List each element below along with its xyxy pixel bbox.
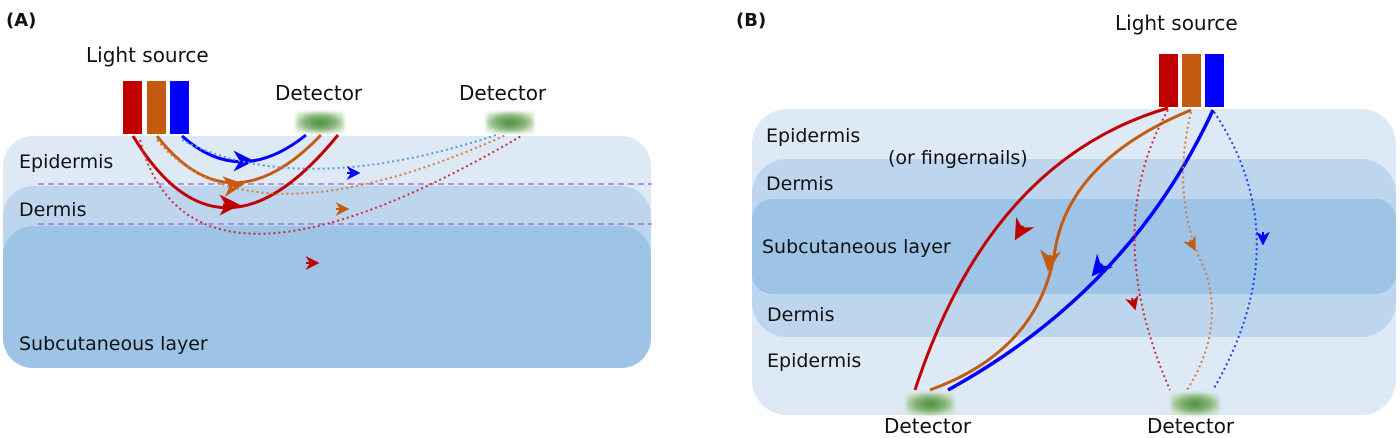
detector-far-label-a: Detector	[459, 81, 547, 105]
dermis-label-a: Dermis	[19, 199, 86, 221]
red-dotted-path-b	[1133, 109, 1171, 391]
subcutaneous-label-a: Subcutaneous layer	[19, 333, 208, 355]
detector-near-label-a: Detector	[275, 81, 363, 105]
light-source-label-a: Light source	[86, 43, 209, 67]
subcutaneous-layer-b	[752, 199, 1396, 294]
panel-a: (A) Epidermis Dermis Subcutaneous layer …	[3, 10, 652, 368]
subcutaneous-label-b: Subcutaneous layer	[762, 236, 951, 258]
detector-near-a	[296, 112, 344, 133]
orange-arrow-near-a	[222, 176, 245, 197]
epidermis-label-a: Epidermis	[19, 151, 113, 173]
dermis-bottom-label-b: Dermis	[767, 304, 834, 326]
fingernails-note-b: (or fingernails)	[888, 147, 1028, 169]
red-arrow-b	[1014, 216, 1035, 241]
epidermis-top-label-b: Epidermis	[766, 125, 860, 147]
light-source-label-b: Light source	[1115, 11, 1238, 35]
orange-led-b	[1182, 54, 1201, 107]
orange-arrow-b	[1040, 249, 1061, 272]
orange-dotted-arrow-b	[1182, 235, 1196, 252]
detector-far-a	[486, 112, 534, 133]
red-path-b	[913, 106, 1169, 391]
blue-dotted-path-b	[1212, 111, 1258, 391]
dermis-top-label-b: Dermis	[766, 173, 833, 195]
red-dotted-arrow-b	[1124, 295, 1139, 311]
panel-b: (B) Epidermis (or fingernails) Dermis Su…	[736, 10, 1396, 438]
blue-led-a	[170, 81, 189, 134]
orange-led-a	[147, 81, 166, 134]
blue-led-b	[1205, 54, 1224, 107]
detector-right-label-b: Detector	[1147, 414, 1235, 438]
blue-dotted-path-far-a	[181, 134, 497, 170]
detector-right-b	[1171, 393, 1219, 415]
panel-a-label: (A)	[6, 10, 36, 31]
orange-dotted-path-b	[1182, 111, 1213, 391]
red-led-a	[123, 81, 142, 134]
epidermis-bottom-label-b: Epidermis	[767, 350, 861, 372]
detector-left-label-b: Detector	[884, 414, 972, 438]
subcutaneous-layer-a	[3, 226, 651, 368]
detector-left-b	[906, 393, 954, 415]
red-led-b	[1159, 54, 1178, 107]
panel-b-label: (B)	[736, 10, 766, 31]
blue-arrow-b	[1091, 253, 1114, 277]
